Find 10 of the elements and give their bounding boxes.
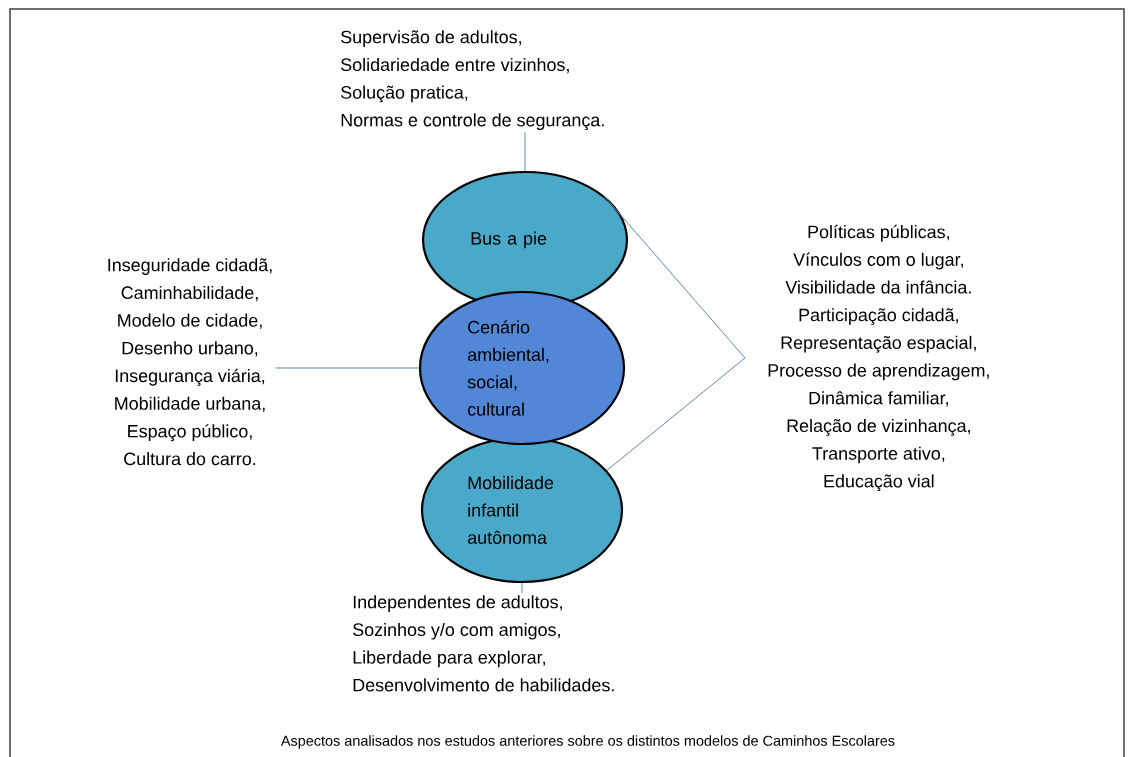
connector-line [274, 367, 420, 369]
text-list: Políticas públicas, Vínculos com o lugar, Visibilidade da infância. Participação cidadã, Representação espacial, Processo de aprendizagem, Dinâmica familiar, Relação de vizinhança, Transporte ativo, Educação vial [768, 224, 989, 492]
connector-line [602, 194, 746, 359]
text-list: Independentes de adultos, Sozinhos y/o com amigos, Liberdade para explorar, Desenvolvimento de habilidades. [353, 595, 614, 692]
connector-line [521, 582, 523, 594]
connector-line [524, 131, 526, 172]
text-list: Supervisão de adultos, Solidariedade entre vizinhos, Solução pratica, Normas e controle de segurança. [341, 30, 604, 131]
caption: Aspectos analisados nos estudos anteriores sobre os distintos modelos de Caminhos Escolares [280, 735, 895, 749]
connector-line [606, 357, 746, 471]
text-list: Inseguridade cidadã, Caminhabilidade, Modelo de cidade, Desenho urbano, Insegurança viária, Mobilidade urbana, Espaço público, Cultura do carro. [108, 258, 272, 466]
